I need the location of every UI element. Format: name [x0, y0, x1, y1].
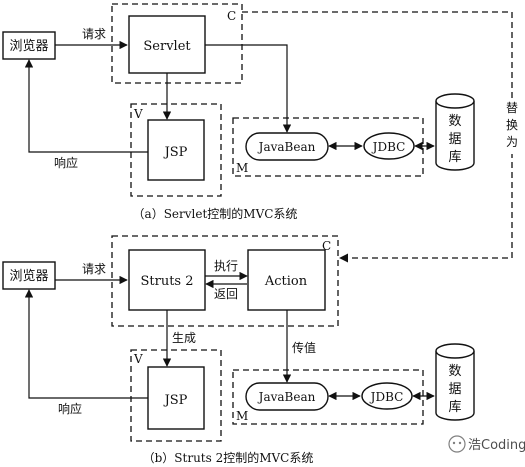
- servlet-label: Servlet: [143, 39, 191, 54]
- view-container: [130, 103, 222, 197]
- watermark-text: 浩Coding: [468, 438, 525, 453]
- controller-letter-b: C: [322, 239, 331, 253]
- browser-box-b: [2, 261, 56, 290]
- jdbc-label-b: JDBC: [369, 390, 404, 404]
- view-letter-b: V: [133, 352, 143, 366]
- caption-a: （a）Servlet控制的MVC系统: [133, 206, 298, 221]
- jsp-box-b: [147, 366, 205, 430]
- database-icon: [435, 93, 475, 171]
- request-label-b: 请求: [82, 262, 106, 276]
- response-arrow-b: [24, 289, 148, 399]
- struts-label: Struts 2: [140, 274, 193, 289]
- caption-b: （b）Struts 2控制的MVC系统: [143, 450, 314, 465]
- replacement-char-2: 换: [506, 118, 518, 132]
- controller-container-b: [111, 235, 339, 327]
- generate-label: 生成: [172, 331, 196, 345]
- response-label: 响应: [54, 155, 78, 170]
- replacement-char-3: 为: [506, 135, 518, 149]
- action-label: Action: [264, 274, 308, 289]
- model-letter: M: [236, 161, 248, 175]
- replacement-connector: 替 换 为: [242, 11, 522, 263]
- javabean-label-b: JavaBean: [257, 390, 316, 404]
- request-label: 请求: [82, 27, 106, 41]
- return-label: 返回: [214, 287, 238, 301]
- jsp-box: [147, 119, 205, 181]
- database-char-3-b: 库: [448, 399, 461, 415]
- replacement-label-bg: [502, 100, 522, 154]
- view-container-b: [130, 349, 222, 442]
- servlet-mvc-diagram: 浏览器 请求 C Servlet V JSP 响应 M JavaBean JDB…: [2, 3, 475, 221]
- database-char-1-b: 数: [448, 364, 461, 379]
- replacement-char-1: 替: [506, 101, 518, 115]
- javabean-box: [245, 132, 329, 161]
- response-arrow: [24, 59, 148, 153]
- database-char-1: 数: [448, 114, 461, 129]
- browser-label-b: 浏览器: [9, 268, 48, 284]
- struts-mvc-diagram: 浏览器 请求 C Struts 2 Action 执行 返回 V JSP 生成 …: [2, 235, 475, 465]
- execute-label: 执行: [214, 259, 238, 273]
- browser-box: [2, 31, 56, 60]
- model-container-b: [232, 369, 424, 425]
- model-container: [232, 117, 424, 177]
- database-char-2: 据: [448, 132, 461, 147]
- model-letter-b: M: [236, 409, 248, 423]
- servlet-to-javabean-arrow: [205, 44, 292, 133]
- action-box: [247, 249, 326, 311]
- database-icon-b: [435, 343, 475, 421]
- javabean-label: JavaBean: [257, 140, 316, 154]
- jsp-label-b: JSP: [163, 393, 188, 408]
- database-char-2-b: 据: [448, 382, 461, 397]
- javabean-box-b: [245, 382, 329, 411]
- jsp-label: JSP: [163, 145, 188, 160]
- controller-container: [111, 3, 243, 84]
- pass-value-label: 传值: [292, 340, 316, 355]
- watermark: 浩Coding: [448, 435, 525, 453]
- browser-label: 浏览器: [9, 38, 48, 54]
- view-letter: V: [133, 107, 143, 121]
- struts-box: [128, 249, 206, 311]
- controller-letter: C: [227, 9, 236, 23]
- jdbc-node: [363, 132, 415, 160]
- jdbc-label: JDBC: [371, 140, 406, 154]
- jdbc-node-b: [361, 382, 413, 410]
- response-label-b: 响应: [58, 401, 82, 416]
- database-char-3: 库: [448, 149, 461, 165]
- watermark-logo-icon: [448, 435, 466, 453]
